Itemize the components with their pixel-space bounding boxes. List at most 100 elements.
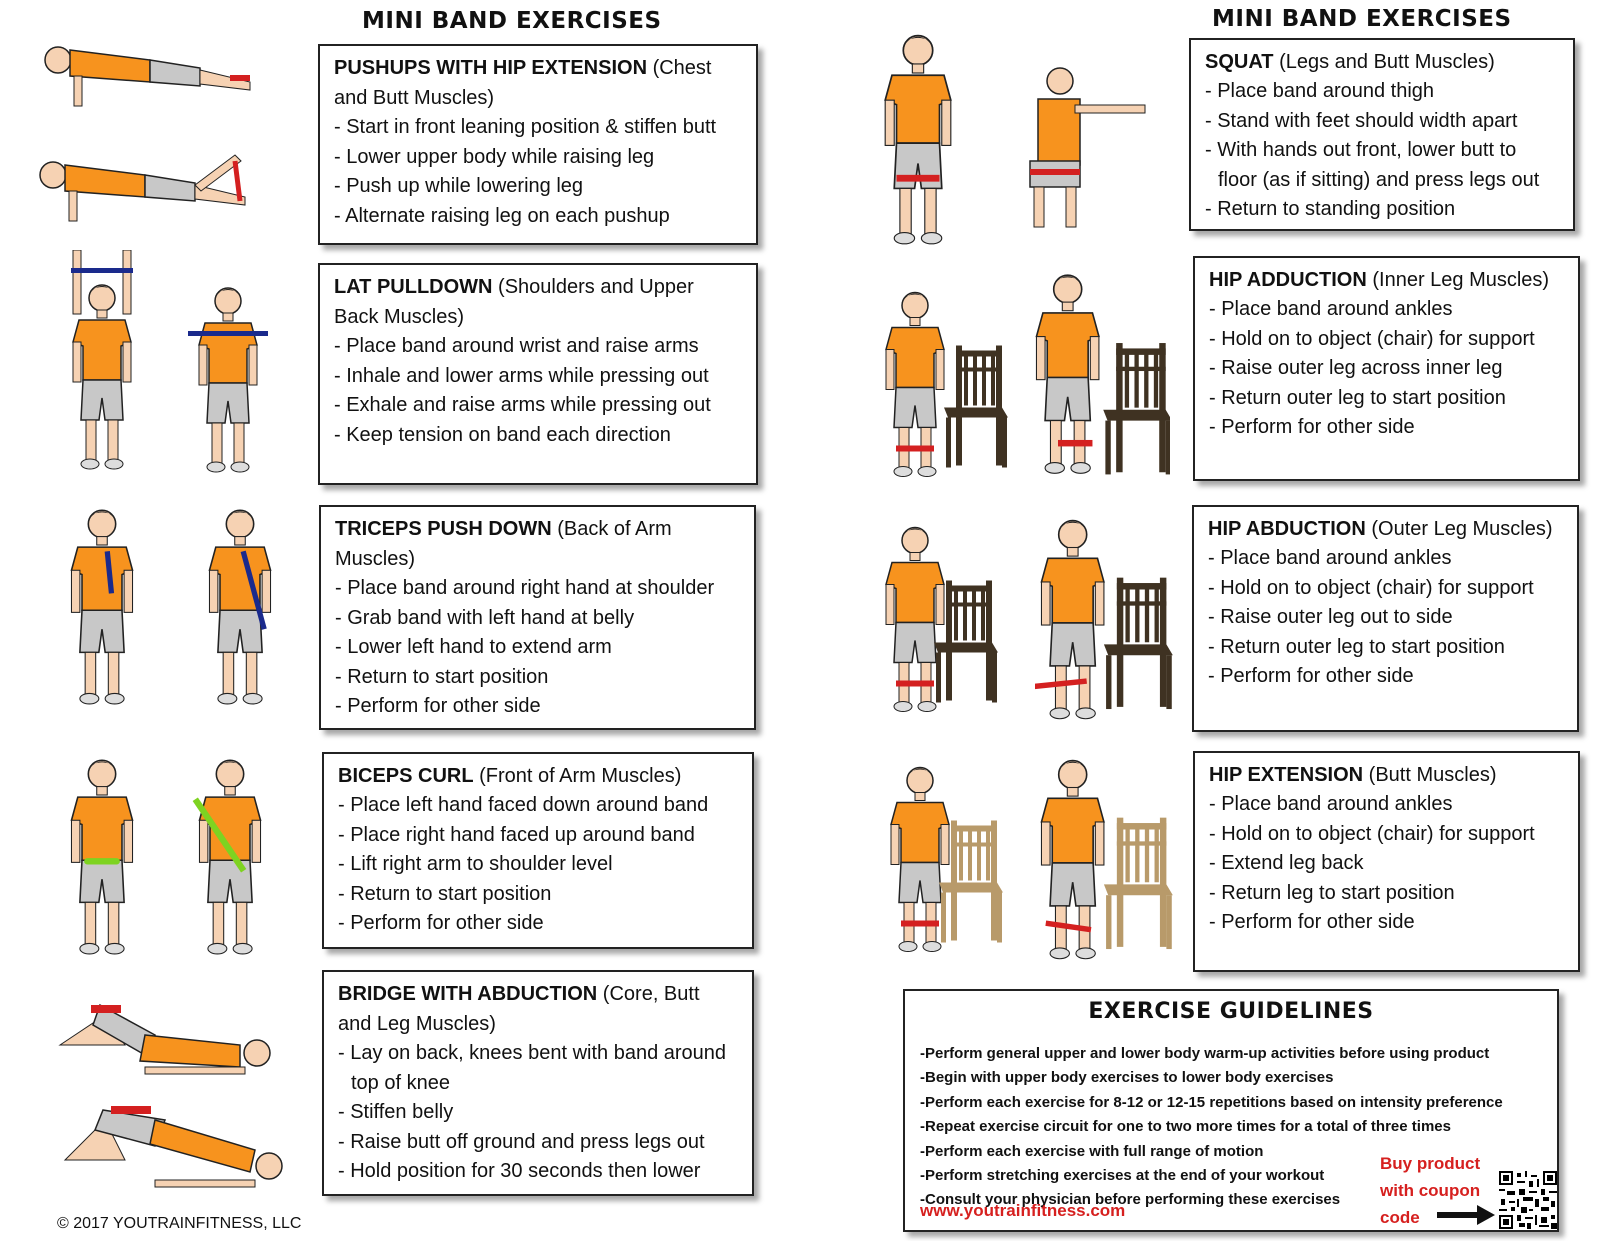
lat-pulldown-figure-1 — [71, 250, 133, 470]
exercise-step: - Place right hand faced up around band — [338, 823, 695, 846]
right-page-title: MINI BAND EXERCISES — [1212, 6, 1512, 32]
exercise-muscles: (Butt Muscles) — [1363, 764, 1497, 786]
triceps-figure-1 — [70, 509, 134, 705]
exercise-heading: PUSHUPS WITH HIP EXTENSION (Chest and Bu… — [334, 53, 742, 113]
exercise-step: - Return outer leg to start position — [1209, 386, 1506, 409]
biceps-figure-2 — [192, 759, 262, 955]
guideline-item: -Perform general upper and lower body wa… — [920, 1045, 1490, 1062]
bridge-figure-2 — [63, 1106, 283, 1188]
left-page-title: MINI BAND EXERCISES — [362, 8, 662, 34]
exercise-name: PUSHUPS WITH HIP EXTENSION — [334, 57, 648, 79]
exercise-name: BICEPS CURL — [338, 765, 474, 787]
exercise-muscles: (Back of Arm Muscles) — [335, 518, 672, 570]
exercise-card-bridge: BRIDGE WITH ABDUCTION (Core, Butt and Le… — [322, 970, 754, 1196]
exercise-name: TRICEPS PUSH DOWN — [335, 518, 552, 540]
exercise-card-hip-adduction: HIP ADDUCTION (Inner Leg Muscles) - Plac… — [1193, 256, 1580, 481]
exercise-step: - Place band around thigh — [1205, 80, 1435, 102]
exercise-step: - Stand with feet should width apart — [1205, 109, 1518, 132]
exercise-card-triceps: TRICEPS PUSH DOWN (Back of Arm Muscles) … — [319, 505, 756, 730]
exercise-step: - Start in front leaning position & stif… — [334, 116, 717, 138]
exercise-muscles: (Core, Butt and Leg Muscles) — [338, 983, 700, 1035]
exercise-heading: HIP EXTENSION (Butt Muscles) — [1209, 760, 1564, 790]
exercise-card-squat: SQUAT (Legs and Butt Muscles) - Place ba… — [1189, 38, 1575, 231]
exercise-step: - Place band around ankles — [1209, 298, 1453, 320]
exercise-name: LAT PULLDOWN — [334, 276, 493, 298]
exercise-step: - Raise butt off ground and press legs o… — [338, 1130, 705, 1153]
exercise-step: - Place band around right hand at should… — [335, 577, 715, 599]
squat-figure-2 — [1029, 67, 1146, 228]
exercise-muscles: (Outer Leg Muscles) — [1365, 518, 1553, 540]
exercise-step: - Grab band with left hand at belly — [335, 606, 635, 629]
exercise-card-lat-pulldown: LAT PULLDOWN (Shoulders and Upper Back M… — [318, 263, 758, 485]
exercise-step: - Extend leg back — [1209, 852, 1364, 874]
exercise-step: - Place band around wrist and raise arms — [334, 335, 699, 357]
pushup-figure-1 — [44, 46, 251, 107]
guideline-item: -Begin with upper body exercises to lowe… — [920, 1069, 1334, 1087]
copyright-text: © 2017 YOUTRAINFITNESS, LLC — [57, 1215, 302, 1232]
exercise-step: - Perform for other side — [1208, 665, 1414, 687]
exercise-step: - Hold on to object (chair) for support — [1209, 822, 1535, 845]
biceps-figure-1 — [70, 759, 134, 955]
exercise-step: - Lay on back, knees bent with band arou… — [338, 1042, 727, 1094]
exercise-card-hip-extension: HIP EXTENSION (Butt Muscles) - Place ban… — [1193, 751, 1580, 972]
exercise-muscles: (Shoulders and Upper Back Muscles) — [334, 276, 694, 328]
exercise-step: - Return outer leg to start position — [1208, 635, 1505, 658]
exercise-card-pushups: PUSHUPS WITH HIP EXTENSION (Chest and Bu… — [318, 44, 758, 245]
hip-extension-figure-2 — [1040, 759, 1173, 960]
lat-pulldown-figure-2 — [188, 287, 268, 473]
exercise-step: - Perform for other side — [1209, 911, 1415, 933]
exercise-heading: LAT PULLDOWN (Shoulders and Upper Back M… — [334, 272, 742, 332]
exercise-step: - Perform for other side — [335, 695, 541, 717]
guideline-item: -Repeat exercise circuit for one to two … — [920, 1118, 1451, 1136]
exercise-muscles: (Chest and Butt Muscles) — [334, 57, 712, 109]
exercise-step: - Perform for other side — [1209, 416, 1415, 438]
hip-adduction-figure-2 — [1035, 274, 1170, 475]
exercise-step: - Raise outer leg out to side — [1208, 606, 1453, 628]
exercise-name: HIP ADDUCTION — [1209, 269, 1367, 291]
guideline-item: -Consult your physician before performin… — [920, 1191, 1341, 1209]
hip-abduction-figure-1 — [885, 526, 998, 713]
exercise-name: SQUAT — [1205, 51, 1274, 73]
exercise-step: - Inhale and lower arms while pressing o… — [334, 364, 709, 387]
exercise-step: - Hold on to object (chair) for support — [1208, 576, 1534, 599]
promo-text: Buy product with coupon code — [1380, 1154, 1481, 1227]
guidelines-title: EXERCISE GUIDELINES — [1088, 999, 1374, 1024]
exercise-step: - Perform for other side — [338, 912, 544, 934]
exercise-muscles: (Legs and Butt Muscles) — [1273, 51, 1495, 73]
exercise-step: - Lower upper body while raising leg — [334, 145, 655, 168]
exercise-step: - Return leg to start position — [1209, 881, 1455, 904]
exercise-heading: BICEPS CURL (Front of Arm Muscles) — [338, 761, 738, 791]
exercise-heading: HIP ABDUCTION (Outer Leg Muscles) — [1208, 514, 1563, 544]
exercise-name: HIP ABDUCTION — [1208, 518, 1366, 540]
exercise-step: - Alternate raising leg on each pushup — [334, 204, 670, 227]
exercise-step: - Exhale and raise arms while pressing o… — [334, 394, 711, 416]
exercise-step: - Place left hand faced down around band — [338, 794, 709, 816]
exercise-step: - Return to start position — [338, 882, 552, 905]
exercise-step: - Hold position for 30 seconds then lowe… — [338, 1160, 701, 1182]
exercise-heading: SQUAT (Legs and Butt Muscles) — [1205, 47, 1559, 77]
exercise-heading: HIP ADDUCTION (Inner Leg Muscles) — [1209, 265, 1564, 295]
exercise-step: - Keep tension on band each direction — [334, 423, 671, 446]
guideline-item: -Perform stretching exercises at the end… — [920, 1167, 1325, 1185]
exercise-step: - Return to standing position — [1205, 198, 1456, 220]
exercise-step: - Return to start position — [335, 665, 549, 688]
qr-code-icon[interactable] — [1499, 1171, 1557, 1229]
exercise-card-hip-abduction: HIP ABDUCTION (Outer Leg Muscles) - Plac… — [1192, 505, 1579, 732]
guideline-item: -Perform each exercise for 8-12 or 12-15… — [920, 1093, 1503, 1111]
guideline-item: -Perform each exercise with full range o… — [920, 1142, 1264, 1160]
hip-adduction-figure-1 — [885, 291, 1008, 478]
exercise-name: HIP EXTENSION — [1209, 764, 1364, 786]
exercise-muscles: (Inner Leg Muscles) — [1366, 269, 1550, 291]
squat-figure-1 — [884, 34, 952, 245]
triceps-figure-2 — [208, 509, 272, 705]
exercise-step: - Hold on to object (chair) for support — [1209, 327, 1535, 350]
website-link[interactable]: www.youtrainfitness.com — [920, 1201, 1126, 1220]
exercise-step: - Place band around ankles — [1208, 547, 1452, 569]
exercise-step: - Lift right arm to shoulder level — [338, 853, 613, 875]
bridge-figure-1 — [58, 1003, 271, 1075]
exercise-heading: BRIDGE WITH ABDUCTION (Core, Butt and Le… — [338, 979, 738, 1039]
exercise-step: - With hands out front, lower butt to fl… — [1205, 139, 1540, 191]
exercise-step: - Push up while lowering leg — [334, 175, 584, 197]
exercise-step: - Raise outer leg across inner leg — [1209, 357, 1503, 379]
exercise-step: - Lower left hand to extend arm — [335, 636, 612, 658]
